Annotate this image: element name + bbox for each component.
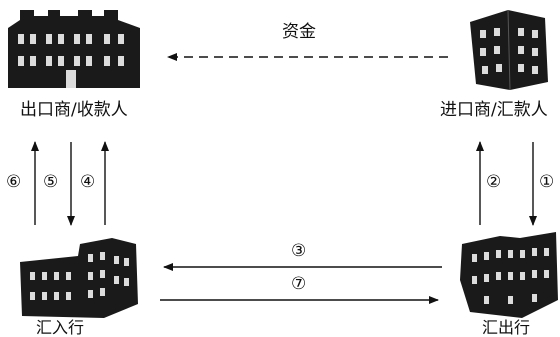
exporter-label: 出口商/收款人 [20, 100, 128, 120]
step-7-marker: ⑦ [291, 274, 307, 294]
remitting-bank-label: 汇出行 [482, 318, 531, 337]
step-5-marker: ⑤ [43, 172, 59, 192]
funds-label: 资金 [282, 22, 316, 42]
exporter-building-icon [8, 10, 140, 88]
paying-bank-label: 汇入行 [36, 318, 85, 337]
step-2-marker: ② [486, 172, 502, 192]
step-3-marker: ③ [291, 241, 307, 261]
step-1-marker: ① [539, 172, 555, 192]
importer-building-icon [470, 9, 548, 91]
step-4-marker: ④ [80, 172, 96, 192]
importer-label: 进口商/汇款人 [440, 100, 548, 120]
paying-bank-building-icon [20, 238, 138, 318]
remitting-bank-building-icon [460, 232, 558, 318]
step-6-marker: ⑥ [6, 172, 22, 192]
